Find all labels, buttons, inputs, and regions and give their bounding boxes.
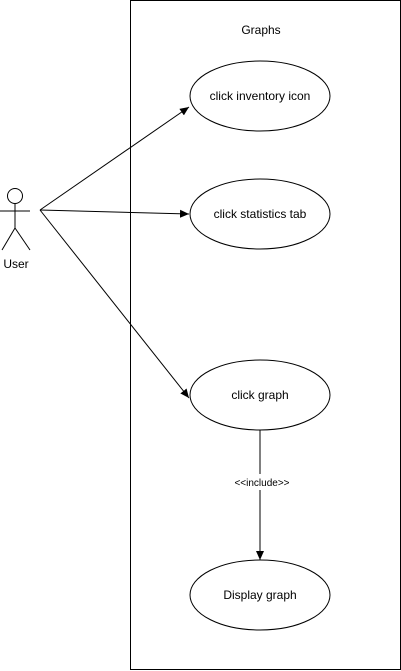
use-case-display-graph[interactable]: Display graph (189, 559, 331, 631)
use-case-ellipse (189, 359, 331, 431)
use-case-click-statistics-tab[interactable]: click statistics tab (189, 178, 331, 250)
use-case-ellipse (189, 60, 331, 132)
include-label-background (228, 474, 294, 490)
actor-user: User (0, 188, 31, 271)
association-line-graph (39, 209, 190, 399)
system-title: Graphs (241, 23, 280, 37)
include-label: <<include>> (234, 478, 289, 489)
use-case-label: click graph (231, 388, 288, 402)
use-case-label: Display graph (223, 588, 296, 602)
association-line-inventory (39, 106, 190, 211)
use-case-label: click inventory icon (210, 89, 311, 103)
actor-left-leg (1, 227, 16, 251)
actor-right-leg (14, 227, 31, 251)
use-case-label: click statistics tab (214, 207, 307, 221)
use-case-ellipse (189, 559, 331, 631)
actor-head (7, 188, 23, 204)
association-line-statistics (39, 209, 190, 218)
use-case-click-inventory-icon[interactable]: click inventory icon (189, 60, 331, 132)
use-case-ellipse (189, 178, 331, 250)
actor-label: User (3, 257, 28, 271)
use-case-click-graph[interactable]: click graph (189, 359, 331, 431)
